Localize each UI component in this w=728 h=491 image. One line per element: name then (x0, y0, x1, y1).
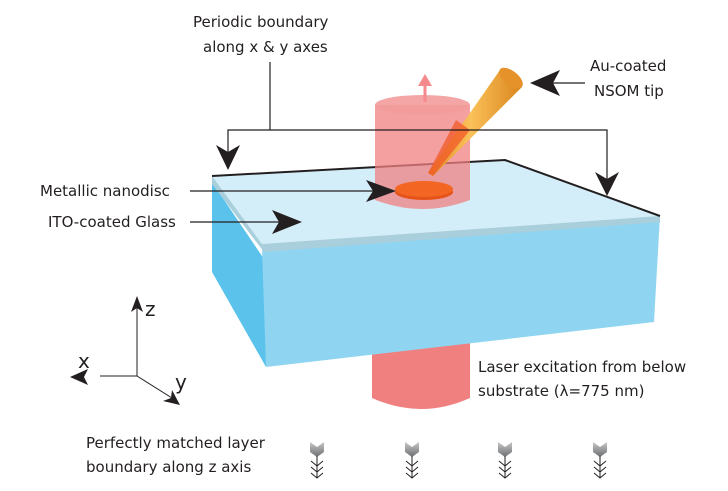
nanodisc-pointer-arrow (190, 180, 396, 202)
periodic-boundary-label-line2: along x & y axes (203, 38, 328, 56)
laser-label-line2: substrate (λ=775 nm) (478, 382, 644, 400)
pml-arrows (310, 442, 607, 479)
periodic-boundary-bracket (216, 62, 619, 196)
glass-label: ITO-coated Glass (48, 213, 176, 231)
nanodisc-label: Metallic nanodisc (40, 182, 170, 200)
metallic-nanodisc (395, 181, 453, 200)
y-arrow-icon (163, 390, 180, 405)
pml-label-line2: boundary along z axis (86, 458, 251, 476)
laser-beam-upper (375, 95, 470, 209)
arrow-head-icon (216, 145, 240, 170)
nsom-tip-label-line2: NSOM tip (594, 82, 664, 100)
pml-label-line1: Perfectly matched layer (86, 434, 266, 452)
glass-front-face (262, 216, 660, 367)
glass-pointer-arrow (190, 210, 302, 234)
nsom-tip-label-line1: Au-coated (590, 57, 666, 75)
z-arrow-icon (131, 296, 143, 312)
periodic-boundary-label-line1: Periodic boundary (193, 13, 329, 31)
coordinate-axes: z x y (70, 296, 187, 405)
nsom-tip (428, 67, 523, 176)
pml-arrow-icon (498, 442, 512, 479)
pml-arrow-icon (310, 442, 324, 479)
pml-arrow-icon (405, 442, 419, 479)
y-axis-label: y (175, 370, 187, 394)
pml-arrow-icon (593, 442, 607, 479)
arrow-head-icon (595, 172, 619, 196)
z-axis-label: z (145, 297, 156, 321)
ito-coating-edge (212, 176, 660, 252)
laser-label-line1: Laser excitation from below (478, 358, 686, 376)
substrate-top-outline (211, 158, 661, 217)
tip-pointer-arrow (530, 70, 585, 96)
glass-side-face (212, 182, 266, 367)
x-axis-label: x (78, 349, 90, 373)
emission-arrow-icon (418, 74, 432, 102)
x-arrow-icon (70, 369, 88, 385)
